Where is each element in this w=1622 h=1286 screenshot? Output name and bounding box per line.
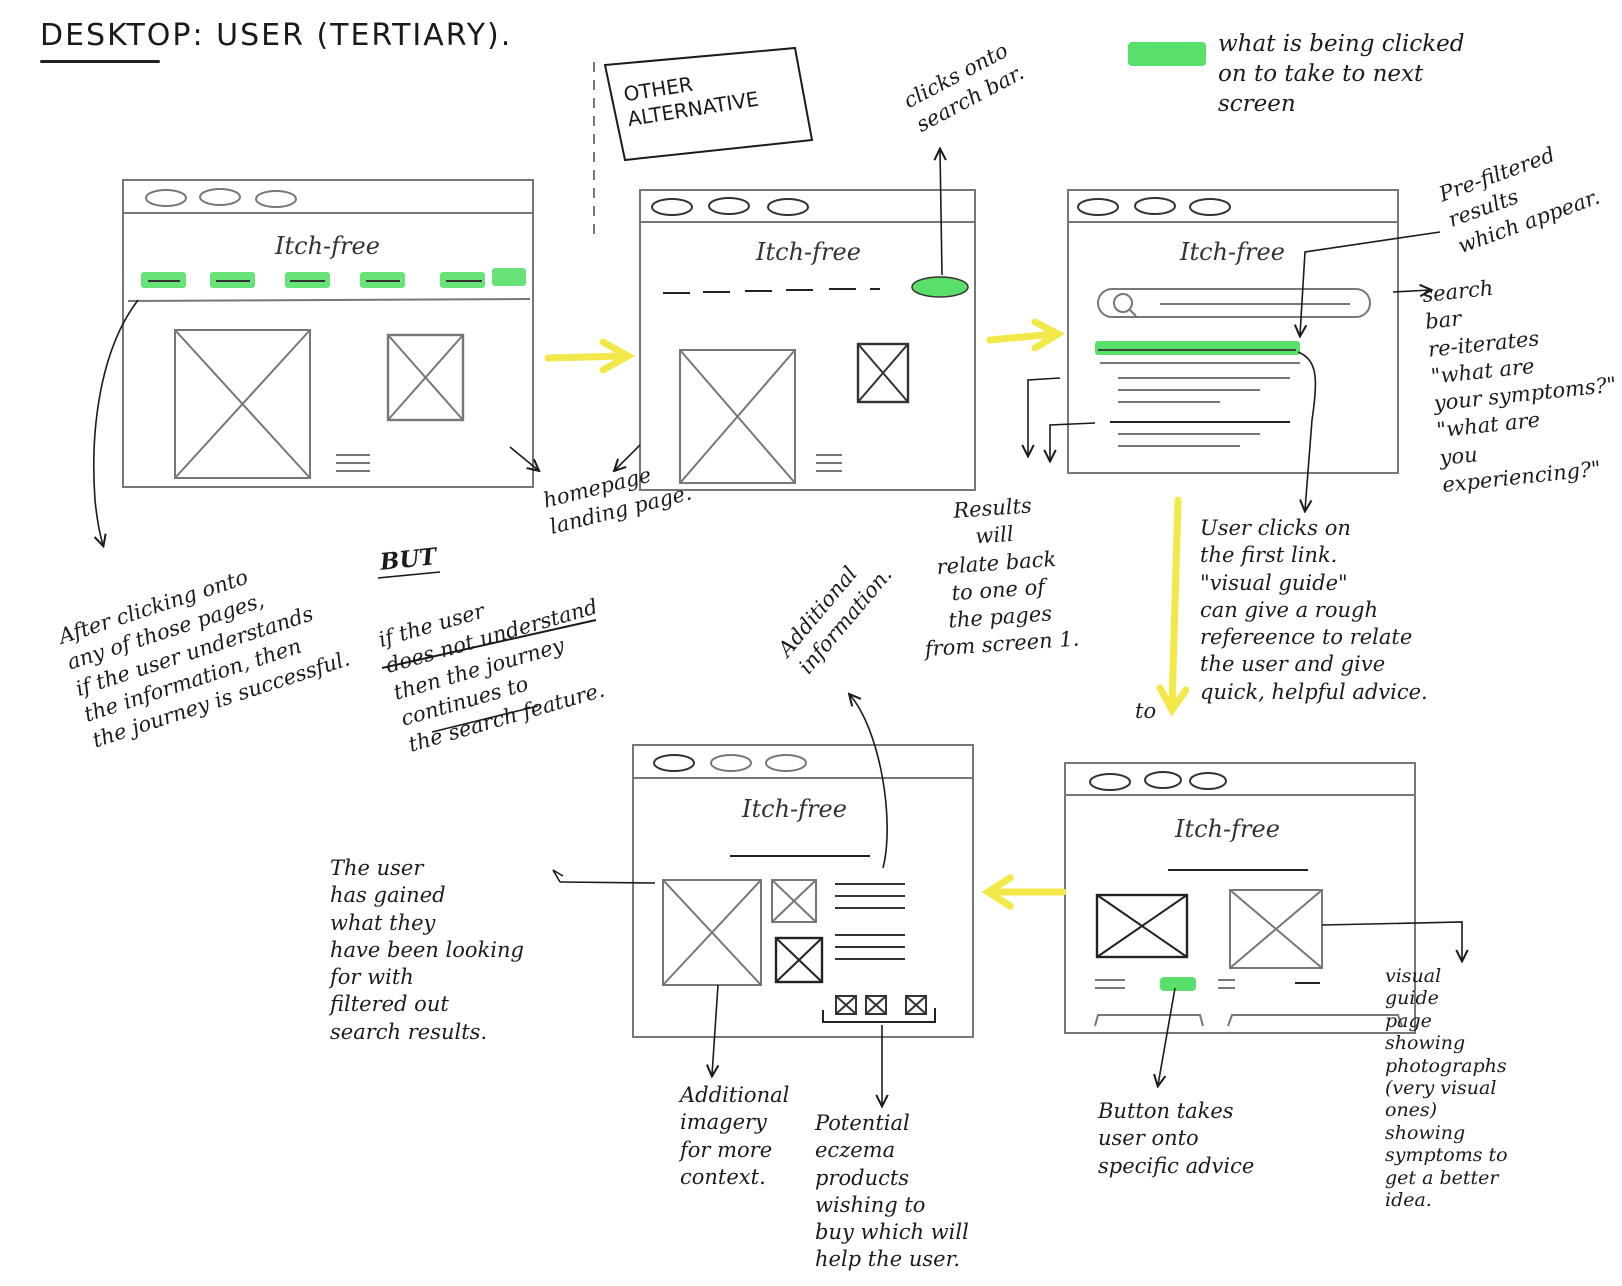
annotation-but: BUT <box>378 543 438 576</box>
annotation-button-takes: Button takes user onto specific advice <box>1098 1099 1255 1178</box>
wireframe-5-visual-guide <box>1064 762 1416 1034</box>
wireframe-3-search-results <box>1067 189 1399 474</box>
wireframe-4-product-page <box>632 744 974 1038</box>
wireframe-1-nav-highlights <box>141 268 526 288</box>
annotation-potential-products: Potential eczema products wishing to buy… <box>815 1111 969 1272</box>
legend-text: what is being clicked on to take to next… <box>1218 31 1465 117</box>
wireframe-2-search-highlight <box>911 276 969 298</box>
page-title: DESKTOP: USER (TERTIARY). <box>40 18 513 53</box>
wireframe-2-nav-dashes <box>663 288 880 294</box>
annotation-additional-imagery: Additional imagery for more context. <box>680 1083 790 1189</box>
annotation-results: Results will relate back to one of the p… <box>924 493 1081 662</box>
annotation-search-reiterates: search bar re-iterates "what are your sy… <box>1421 275 1618 498</box>
annotation-arrows <box>93 150 1462 1105</box>
wireframe-5-brand: Itch-free <box>1175 815 1280 843</box>
title-underline <box>40 60 160 63</box>
wireframe-1-brand: Itch-free <box>275 232 380 260</box>
wireframe-1-homepage <box>122 179 534 488</box>
annotation-user-gained: The user has gained what they have been … <box>330 856 524 1044</box>
annotation-user-clicks: User clicks on the first link. "visual g… <box>1200 516 1428 704</box>
wireframe-3-first-result-highlight <box>1095 341 1300 355</box>
wireframe-4-brand: Itch-free <box>742 795 847 823</box>
flow-arrows <box>544 318 1190 910</box>
legend-highlight-swatch <box>1128 42 1206 66</box>
wireframe-2-brand: Itch-free <box>756 238 861 266</box>
wireframe-5-button-highlight <box>1160 977 1196 991</box>
annotation-visual-guide-page: visual guide page showing photographs (v… <box>1385 965 1508 1212</box>
wireframe-3-brand: Itch-free <box>1180 238 1285 266</box>
other-alternative-box <box>603 46 814 162</box>
annotation-to: to <box>1135 699 1157 723</box>
wireframe-2-alt-homepage <box>639 189 976 491</box>
